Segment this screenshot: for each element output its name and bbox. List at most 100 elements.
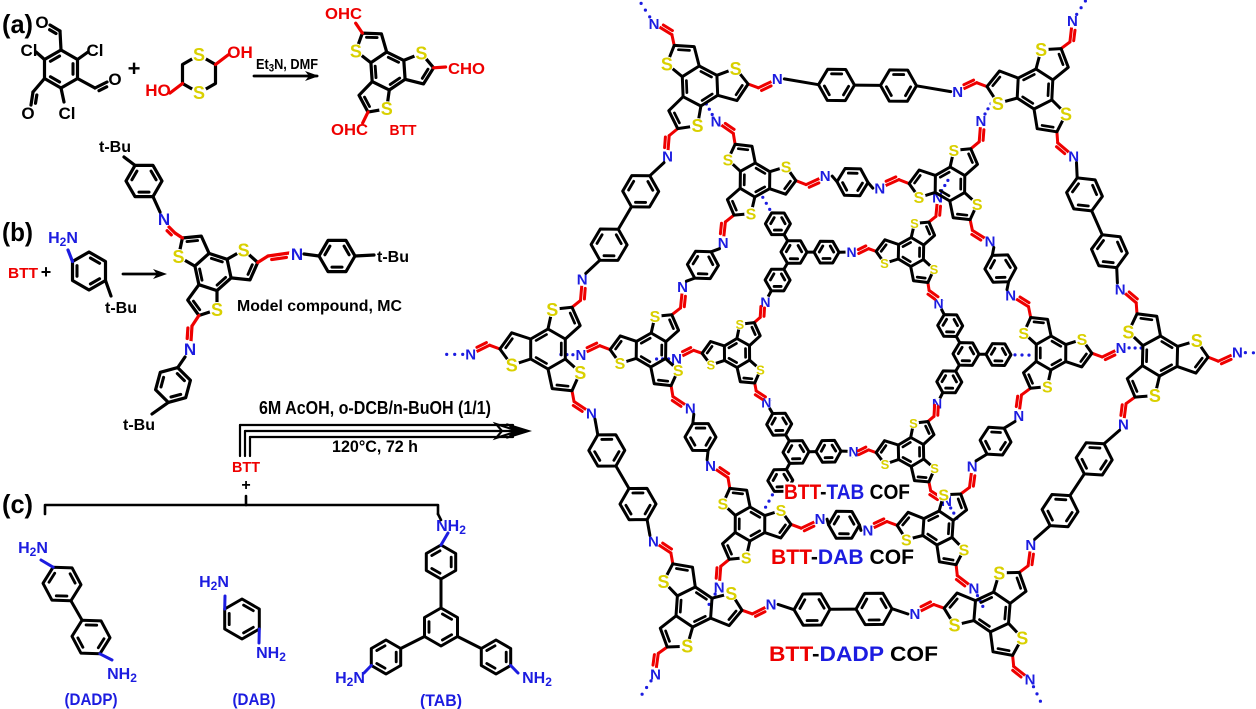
svg-text:S: S (673, 363, 684, 380)
svg-text:S: S (930, 262, 939, 277)
svg-text:N: N (862, 523, 873, 540)
svg-text:H2N: H2N (48, 230, 78, 249)
svg-text:Model compound, MC: Model compound, MC (237, 298, 402, 315)
svg-text:N: N (766, 597, 777, 614)
svg-text:N: N (848, 444, 858, 460)
svg-text:N: N (933, 296, 943, 312)
svg-text:N: N (1232, 345, 1243, 362)
svg-text:H2N: H2N (335, 670, 365, 689)
svg-text:N: N (815, 511, 826, 528)
svg-text:N: N (771, 400, 772, 402)
svg-text:S: S (661, 55, 673, 75)
svg-text:N: N (943, 300, 944, 302)
svg-text:CHO: CHO (448, 61, 485, 78)
svg-text:Cl: Cl (87, 41, 104, 60)
svg-text:N: N (852, 457, 853, 459)
svg-text:N: N (761, 299, 762, 301)
svg-text:S: S (1016, 628, 1028, 648)
svg-text:N: N (909, 606, 920, 623)
svg-text:N: N (761, 395, 771, 411)
svg-text:S: S (881, 457, 890, 472)
svg-text:S: S (1035, 40, 1047, 60)
svg-text:Cl: Cl (21, 41, 38, 60)
svg-text:N: N (1116, 340, 1127, 357)
svg-text:N: N (932, 190, 943, 207)
svg-text:S: S (776, 503, 787, 520)
svg-text:BTT: BTT (232, 459, 260, 476)
svg-text:S: S (1191, 331, 1203, 351)
svg-text:S: S (1122, 322, 1134, 342)
svg-text:S: S (938, 487, 949, 504)
svg-text:N: N (711, 114, 722, 131)
svg-text:N: N (932, 396, 942, 412)
svg-text:S: S (1060, 104, 1072, 124)
svg-text:N: N (685, 400, 696, 417)
svg-text:N: N (1068, 149, 1079, 166)
svg-text:BTT-DAB COF: BTT-DAB COF (771, 546, 914, 569)
svg-text:S: S (930, 461, 939, 476)
svg-text:BTT-DADP COF: BTT-DADP COF (769, 642, 938, 666)
svg-text:N: N (671, 351, 682, 368)
svg-text:N: N (718, 235, 729, 252)
svg-text:S: S (657, 572, 669, 592)
svg-text:N: N (158, 210, 170, 229)
svg-text:N: N (1118, 417, 1129, 434)
svg-text:S: S (948, 143, 959, 160)
svg-text:S: S (1018, 326, 1029, 343)
svg-text:S: S (993, 563, 1005, 583)
svg-text:S: S (238, 240, 250, 260)
svg-text:S: S (746, 206, 757, 223)
svg-text:S: S (972, 197, 983, 214)
svg-text:(DADP): (DADP) (65, 690, 118, 709)
svg-text:+: + (241, 477, 250, 494)
svg-text:(c): (c) (2, 489, 33, 519)
svg-text:t-Bu: t-Bu (123, 417, 155, 434)
svg-text:N: N (1005, 288, 1016, 305)
svg-text:N: N (941, 493, 952, 510)
svg-text:S: S (193, 45, 205, 65)
svg-text:N: N (1025, 672, 1036, 689)
svg-text:S: S (992, 94, 1004, 114)
svg-text:S: S (756, 362, 765, 377)
svg-text:Et3N, DMF: Et3N, DMF (256, 57, 318, 75)
svg-text:N: N (952, 84, 963, 101)
svg-text:N: N (291, 245, 303, 264)
svg-text:6M AcOH, o-DCB/n-BuOH (1/1): 6M AcOH, o-DCB/n-BuOH (1/1) (259, 398, 491, 418)
svg-text:+: + (128, 56, 141, 81)
svg-text:S: S (717, 497, 728, 514)
svg-text:N: N (760, 294, 770, 310)
svg-text:S: S (506, 356, 518, 376)
svg-text:S: S (1149, 386, 1161, 406)
svg-text:N: N (967, 459, 978, 476)
svg-text:S: S (730, 59, 742, 79)
svg-text:N: N (975, 113, 986, 130)
svg-text:S: S (910, 216, 919, 231)
svg-text:S: S (615, 356, 626, 373)
svg-text:N: N (649, 16, 660, 33)
svg-text:S: S (948, 616, 960, 636)
svg-text:(DAB): (DAB) (233, 690, 276, 709)
svg-text:O: O (21, 104, 34, 123)
svg-text:S: S (681, 637, 693, 657)
svg-text:H2N: H2N (199, 574, 229, 593)
svg-text:HO: HO (145, 81, 171, 100)
svg-text:Cl: Cl (59, 104, 76, 123)
svg-text:S: S (574, 363, 586, 383)
svg-text:NH2: NH2 (522, 670, 552, 689)
svg-text:t-Bu: t-Bu (105, 300, 137, 317)
svg-text:O: O (108, 70, 121, 89)
svg-text:N: N (1115, 281, 1126, 298)
svg-text:S: S (350, 42, 362, 62)
svg-text:+: + (41, 262, 52, 282)
svg-text:S: S (741, 550, 752, 567)
svg-text:N: N (677, 279, 688, 296)
svg-text:BTT-TAB COF: BTT-TAB COF (784, 481, 910, 504)
svg-text:S: S (650, 309, 661, 326)
svg-text:N: N (1025, 537, 1036, 554)
svg-text:N: N (648, 533, 659, 550)
svg-text:t-Bu: t-Bu (377, 249, 409, 266)
svg-text:N: N (846, 244, 856, 260)
svg-text:S: S (880, 256, 889, 271)
svg-text:N: N (772, 71, 783, 88)
svg-text:S: S (781, 160, 792, 177)
